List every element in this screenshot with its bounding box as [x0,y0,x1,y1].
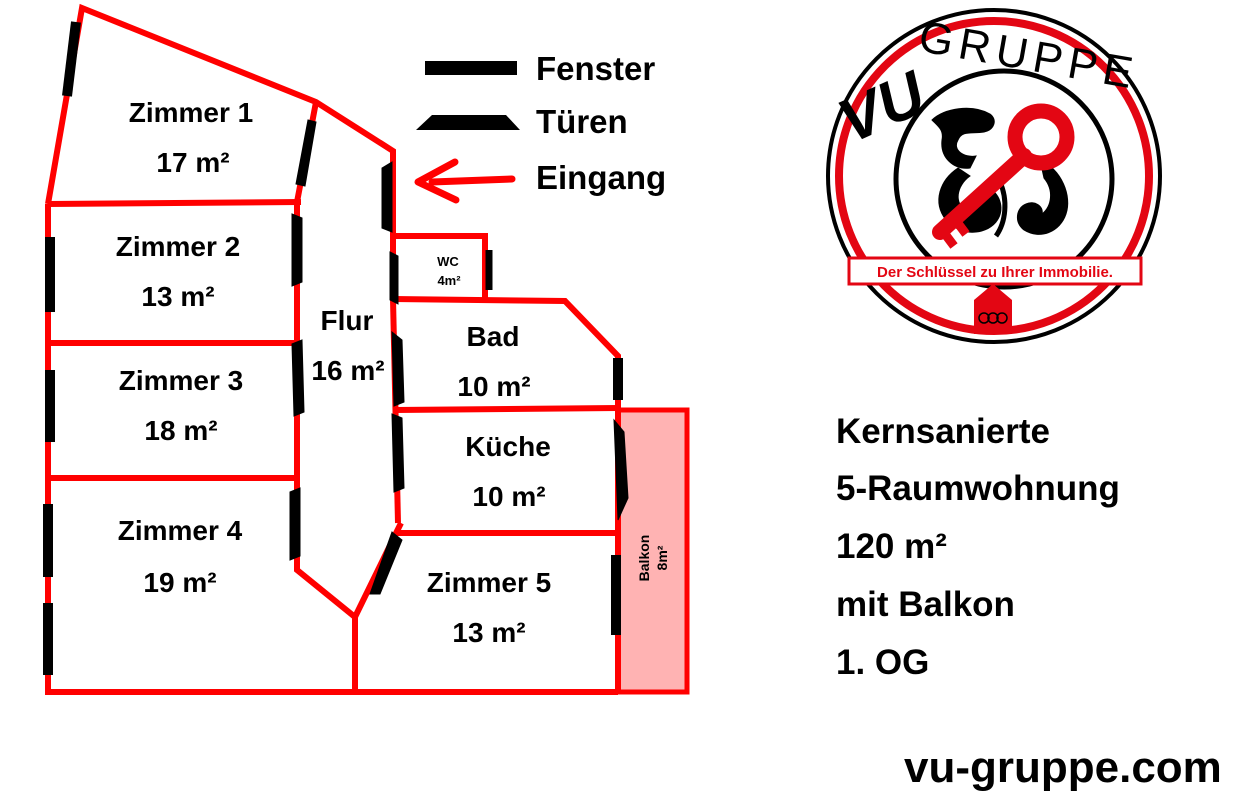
room-name-zimmer3: Zimmer 3 [119,365,244,396]
door-kueche-balkon [613,418,629,521]
balcony-area [615,407,690,695]
room-area-zimmer3: 18 m² [144,415,217,446]
room-area-kueche: 10 m² [472,481,545,512]
room-name-kueche: Küche [465,431,551,462]
door-bad [391,330,405,407]
room-name-zimmer2: Zimmer 2 [116,231,241,262]
door-wc [389,251,399,305]
website-link[interactable]: vu-gruppe.com [904,743,1222,792]
room-area-zimmer1: 17 m² [156,147,229,178]
legend-fenster-label: Fenster [536,50,655,87]
house-icon [974,284,1012,334]
info-line-2: 5-Raumwohnung [836,469,1120,508]
room-area-wc: 4m² [437,273,461,288]
info-line-3: 120 m² [836,527,947,566]
room-name-flur: Flur [321,305,374,336]
room-name-zimmer4: Zimmer 4 [118,515,243,546]
room-name-zimmer5: Zimmer 5 [427,567,552,598]
legend-tueren-label: Türen [536,103,628,140]
door-zimmer4 [289,487,301,561]
room-area-zimmer4: 19 m² [143,567,216,598]
door-zimmer5 [369,531,403,595]
legend: Fenster Türen Eingang [414,50,666,204]
room-area-zimmer5: 13 m² [452,617,525,648]
room-name-wc: WC [437,254,459,269]
legend-window-symbol [425,61,517,75]
door-entrance [381,161,393,233]
room-name-zimmer1: Zimmer 1 [129,97,254,128]
arrow-left-icon [414,158,516,204]
slogan-banner [847,256,1143,286]
key-icon [932,103,1075,249]
room-area-flur: 16 m² [311,355,384,386]
room-name-balkon: Balkon [636,535,652,582]
info-line-5: 1. OG [836,643,930,682]
room-area-bad: 10 m² [457,371,530,402]
door-zimmer3 [291,339,305,417]
window-zimmer1 [62,21,81,97]
legend-eingang-label: Eingang [536,159,666,196]
vu-gruppe-logo: VU GRUPPE Der Schlüssel zu Ihrer Immobil… [826,8,1162,344]
info-line-1: Kernsanierte [836,412,1050,451]
door-zimmer1 [295,119,317,187]
legend-door-symbol [416,115,520,130]
logo-slogan: Der Schlüssel zu Ihrer Immobilie. [877,264,1113,281]
room-name-bad: Bad [467,321,520,352]
room-area-zimmer2: 13 m² [141,281,214,312]
door-kueche-hall [391,413,405,493]
room-area-balkon: 8m² [654,545,670,570]
door-zimmer2 [291,213,303,287]
openings [43,21,629,675]
info-line-4: mit Balkon [836,585,1015,624]
